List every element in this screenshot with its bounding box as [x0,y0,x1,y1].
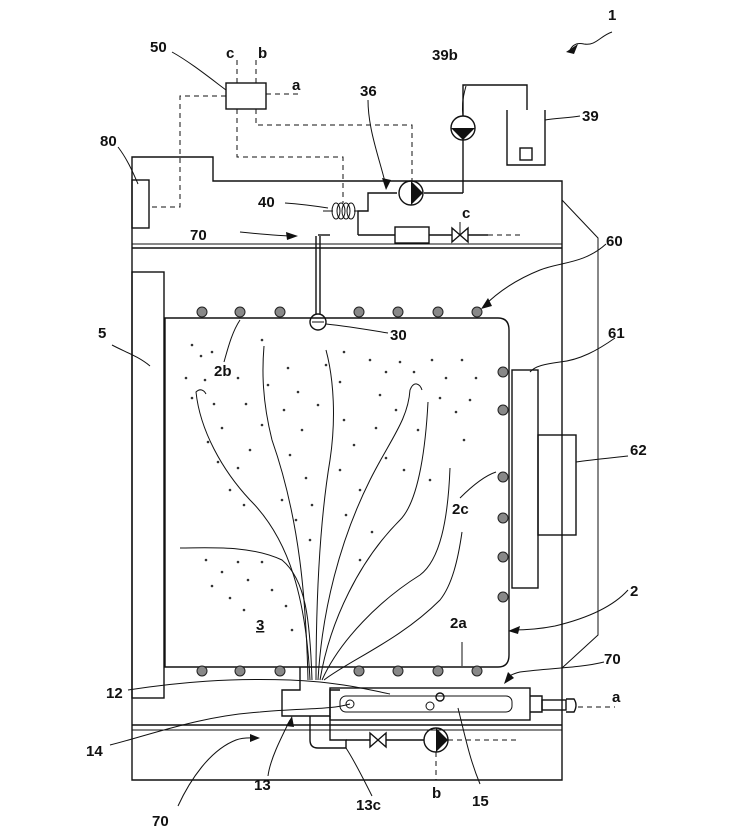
filter [394,226,430,244]
label-13: 13 [254,777,271,794]
motor-61 [511,369,539,589]
sump-assembly [281,667,615,780]
label-15: 15 [472,793,489,810]
label-1: 1 [608,7,616,24]
label-2c: 2c [452,501,469,518]
motor-62 [537,434,577,536]
label-39: 39 [582,108,599,125]
label-70-top: 70 [190,227,207,244]
labels: 1 50 c b a 36 39b 39 80 40 c 70 60 5 30 … [86,7,647,830]
heating-elements-bottom [196,665,483,677]
control-box-80 [131,179,150,229]
label-b-bottom: b [432,785,441,802]
label-40: 40 [258,194,275,211]
label-2a: 2a [450,615,467,632]
pump-36 [398,180,424,206]
label-3: 3 [256,617,264,634]
signal-lines [150,60,413,208]
leader-lines [109,31,629,807]
label-39b: 39b [432,47,458,64]
steam-tube [315,234,330,314]
label-61: 61 [608,325,625,342]
controller-50 [225,82,267,110]
label-70-right: 70 [604,651,621,668]
steam-particles [184,338,478,632]
drain-valve [369,731,387,749]
label-60: 60 [606,233,623,250]
label-2b: 2b [214,363,232,380]
housing [131,156,599,781]
label-80: 80 [100,133,117,150]
label-50: 50 [150,39,167,56]
label-13c: 13c [356,797,381,814]
heating-elements-top [196,306,483,318]
label-a-bottom: a [612,689,621,706]
label-5: 5 [98,325,106,342]
drain-pump [423,727,449,753]
label-c-top: c [226,45,234,62]
label-12: 12 [106,685,123,702]
container-39 [506,110,546,166]
label-62: 62 [630,442,647,459]
label-14: 14 [86,743,103,760]
valve-c [451,222,469,244]
label-a-top: a [292,77,301,94]
door [131,271,165,699]
label-36: 36 [360,83,377,100]
drum [164,317,510,668]
heating-elements-side [497,366,509,603]
pump-39b [450,115,476,141]
nozzle-30 [309,313,327,331]
label-c-mid: c [462,205,470,222]
supply-piping [357,84,528,236]
label-b-top: b [258,45,267,62]
label-70-bottom: 70 [152,813,169,830]
label-2: 2 [630,583,638,600]
steam-streams [179,345,463,681]
heater-coil-40 [323,202,358,220]
label-30: 30 [390,327,407,344]
